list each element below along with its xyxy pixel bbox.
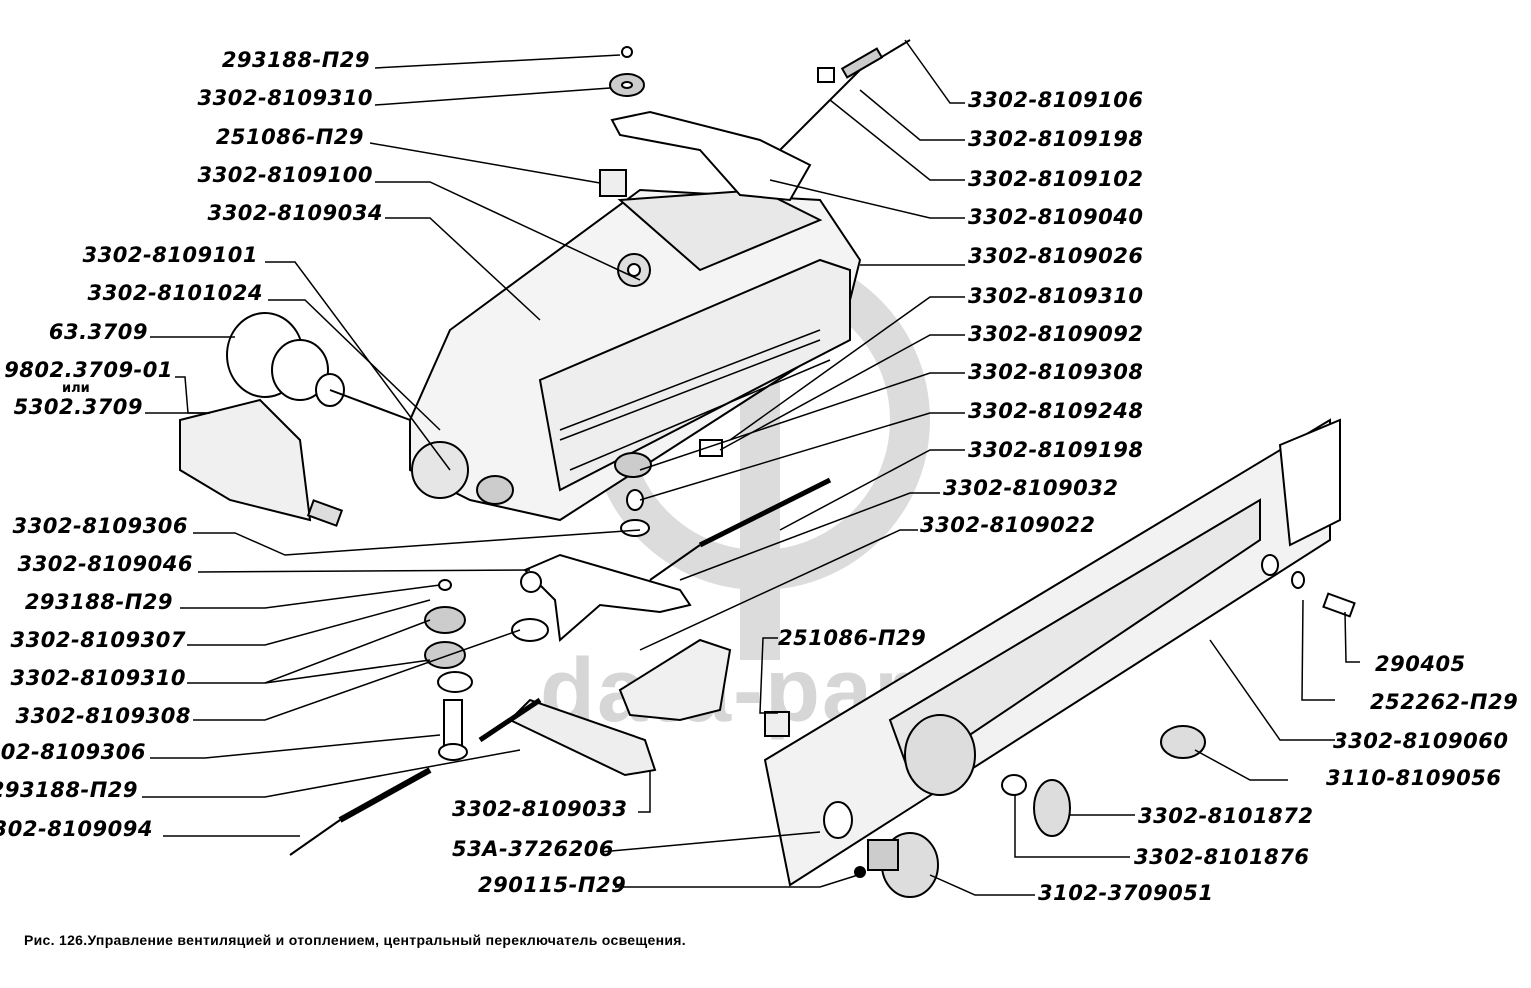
- leader-lines: [142, 39, 1360, 896]
- control-body: [409, 188, 862, 522]
- part-label: 3302-8101024: [87, 281, 263, 305]
- part-label: 3302-8109310: [197, 86, 373, 110]
- part-label: 3302-8109307: [10, 628, 186, 652]
- figure-caption: Рис. 126.Управление вентиляцией и отопле…: [24, 932, 686, 948]
- part-label: 3302-8109040: [968, 205, 1144, 229]
- part-label: 3302-8109092: [968, 322, 1144, 346]
- or-label: или: [62, 381, 90, 396]
- part-label: 9802.3709-01: [4, 358, 173, 382]
- part-label: 251086-П29: [215, 125, 364, 149]
- lower-parts: [289, 439, 832, 856]
- part-label: 3302-8101872: [1138, 804, 1314, 828]
- part-label: 251086-П29: [778, 626, 927, 650]
- part-label: 3302-8109102: [968, 167, 1144, 191]
- part-label: 3302-8109248: [968, 399, 1144, 423]
- part-label: 3302-8109034: [207, 201, 383, 225]
- part-label: 3302-8109310: [10, 666, 186, 690]
- part-label: 293188-П29: [24, 590, 173, 614]
- top-small-parts: [599, 46, 645, 197]
- part-label: 290405: [1375, 652, 1466, 676]
- part-label: 3302-8109094: [0, 817, 153, 841]
- control-panel-faceplate: [763, 418, 1341, 887]
- part-label: 3302-8109106: [968, 88, 1144, 112]
- part-label: 3302-8109033: [452, 797, 628, 821]
- part-label: 3302-8109046: [17, 552, 193, 576]
- part-label: 3302-8109022: [920, 513, 1096, 537]
- part-label: 3302-8109306: [12, 514, 188, 538]
- part-label: 53А-3726206: [452, 837, 614, 861]
- part-label: 290115-П29: [478, 873, 627, 897]
- knobs: [854, 571, 1356, 898]
- part-label: 293188-П29: [221, 48, 370, 72]
- part-label: 3302-8109306: [0, 740, 146, 764]
- light-switch: [179, 312, 411, 527]
- part-label: 3302-8109100: [197, 163, 373, 187]
- part-label: 3302-8109101: [82, 243, 258, 267]
- part-label: 3302-8109308: [15, 704, 191, 728]
- part-label: 252262-П29: [1370, 690, 1519, 714]
- part-label: 3302-8109198: [968, 438, 1144, 462]
- part-label: 3302-8109026: [968, 244, 1144, 268]
- part-label: 3302-8109032: [943, 476, 1119, 500]
- part-label: 3302-8101876: [1134, 845, 1310, 869]
- part-label: 293188-П29: [0, 778, 138, 802]
- control-body-slots: [559, 329, 831, 471]
- top-lever: [610, 39, 911, 202]
- part-label: 63.3709: [48, 320, 148, 344]
- part-label: 3302-8109060: [1333, 729, 1509, 753]
- part-label: 3102-3709051: [1038, 881, 1214, 905]
- part-label: 3302-8109308: [968, 360, 1144, 384]
- part-label: 3302-8109310: [968, 284, 1144, 308]
- part-label: 3302-8109198: [968, 127, 1144, 151]
- part-label: 5302.3709: [13, 395, 143, 419]
- part-label: 3110-8109056: [1326, 766, 1502, 790]
